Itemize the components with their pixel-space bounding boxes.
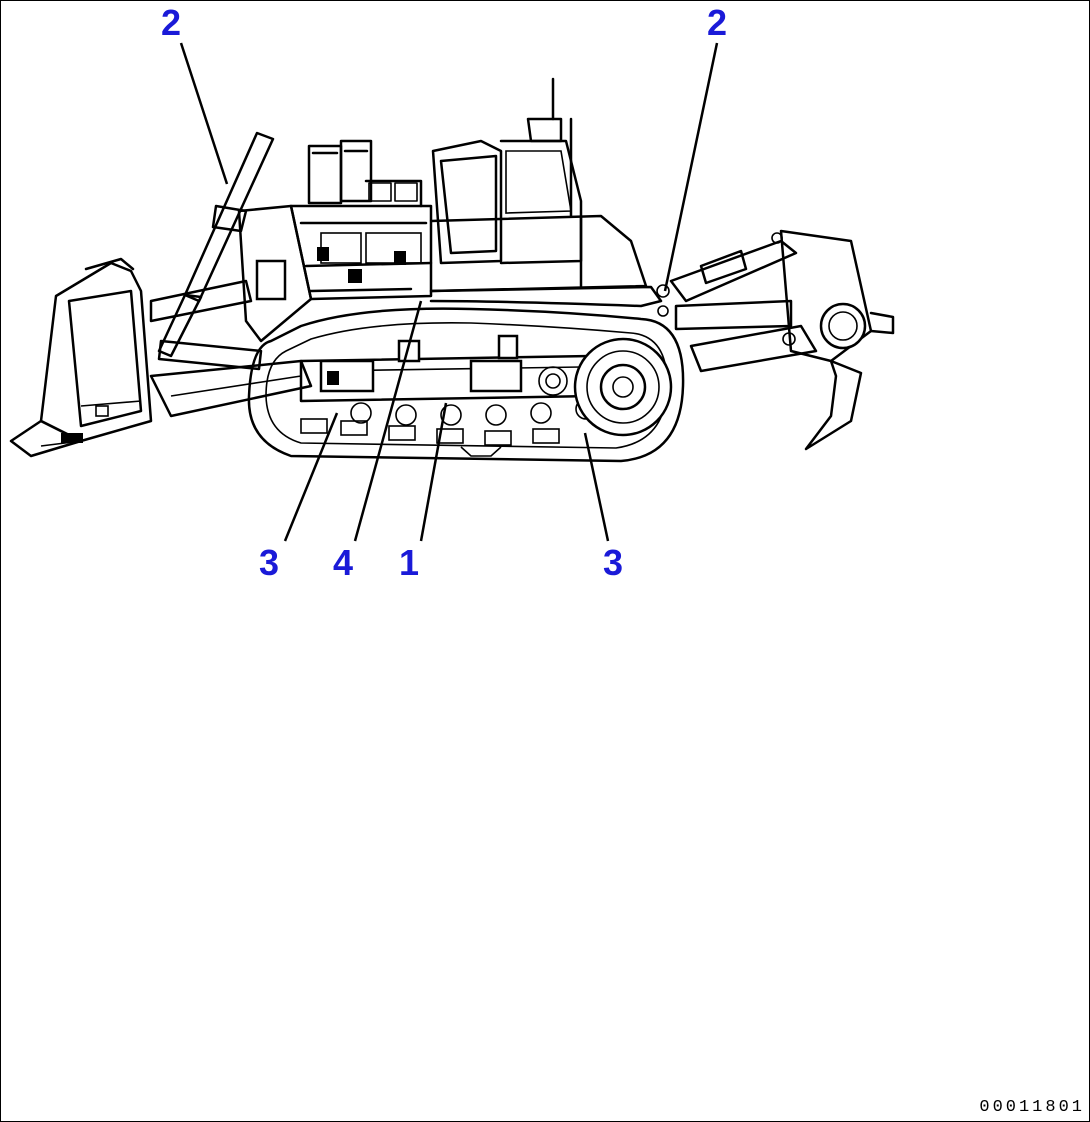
track-outer (247, 307, 685, 463)
callout-4-bottom: 4 (333, 542, 353, 583)
bulldozer-illustration (9, 77, 895, 463)
track-inner (265, 322, 668, 449)
radiator-guard (237, 204, 313, 343)
callouts: 2 2 3 4 1 3 (161, 2, 727, 583)
callout-3-bottom-left: 3 (259, 542, 279, 583)
callout-3-bottom-right: 3 (603, 542, 623, 583)
dozer-blade (9, 257, 153, 458)
push-arm (149, 359, 313, 418)
drawing-id: 00011801 (979, 1098, 1085, 1117)
operator-cab (429, 77, 648, 293)
callout-2-top-left: 2 (161, 2, 181, 43)
exhaust-stacks (307, 139, 423, 208)
rear-body (429, 285, 663, 308)
callout-2-top-right: 2 (707, 2, 727, 43)
lift-cylinder (157, 131, 275, 358)
track-shoes (300, 418, 560, 457)
leader-lines (179, 42, 719, 542)
ripper (656, 229, 895, 451)
callout-1-bottom: 1 (399, 542, 419, 583)
sprocket (573, 337, 673, 437)
